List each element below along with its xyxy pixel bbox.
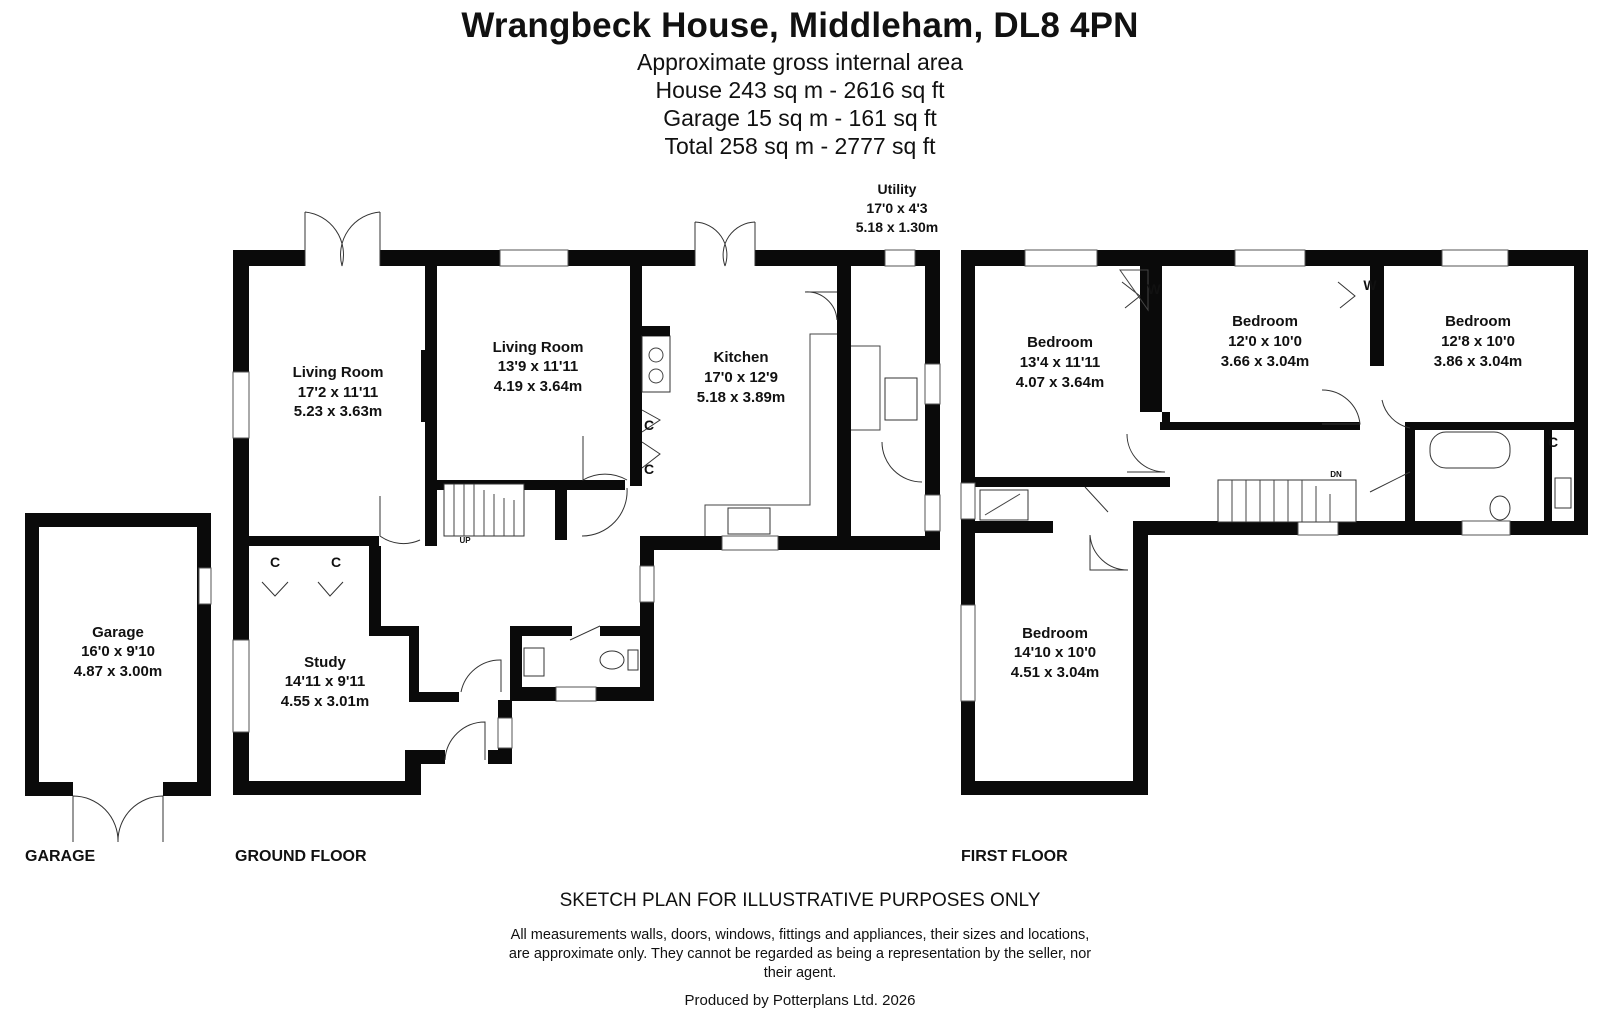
bedroom-2-name: Bedroom [1232,313,1298,330]
house-area: House 243 sq m - 2616 sq ft [655,77,945,103]
bedroom-3-metric: 3.86 x 3.04m [1434,353,1522,370]
kitchen-metric: 5.18 x 3.89m [697,389,785,406]
bedroom-1-metric: 4.07 x 3.64m [1016,374,1104,391]
study-metric: 4.55 x 3.01m [281,693,369,710]
first-floor-label: FIRST FLOOR [961,848,1068,865]
ground-floor-plan [232,211,941,795]
disclaimer: All measurements walls, doors, windows, … [508,927,1092,981]
living-room-2-metric: 4.19 x 3.64m [494,378,582,395]
total-area: Total 258 sq m - 2777 sq ft [664,133,936,159]
garage-metric: 4.87 x 3.00m [74,663,162,680]
bedroom-2-metric: 3.66 x 3.04m [1221,353,1309,370]
utility-name: Utility [878,181,917,197]
cupboard-marker: C [270,554,280,570]
kitchen-imperial: 17'0 x 12'9 [704,369,778,386]
cupboard-marker: C [331,554,341,570]
wardrobe-marker: W [1363,277,1377,293]
kitchen-name: Kitchen [713,349,768,366]
bedroom-4-imperial: 14'10 x 10'0 [1014,644,1096,661]
bedroom-4-metric: 4.51 x 3.04m [1011,664,1099,681]
bedroom-3-name: Bedroom [1445,313,1511,330]
stairs-up-marker: UP [459,536,471,545]
bedroom-2-imperial: 12'0 x 10'0 [1228,333,1302,350]
room-labels: Garage 16'0 x 9'10 4.87 x 3.00m Living R… [74,181,1522,710]
garage-plan [25,513,212,843]
garage-imperial: 16'0 x 9'10 [81,643,155,660]
stairs-down-marker: DN [1330,470,1342,479]
cupboard-marker: C [644,461,654,477]
living-room-1-name: Living Room [293,364,384,381]
garage-area: Garage 15 sq m - 161 sq ft [663,105,937,131]
bedroom-4-name: Bedroom [1022,625,1088,642]
bedroom-1-imperial: 13'4 x 11'11 [1020,354,1101,371]
utility-metric: 5.18 x 1.30m [856,219,939,235]
garage-floor-label: GARAGE [25,848,96,865]
bedroom-1-name: Bedroom [1027,334,1093,351]
plan-title: Wrangbeck House, Middleham, DL8 4PN [461,6,1139,45]
living-room-2-name: Living Room [493,339,584,356]
fixture-markers: C C C C C W W UP DN [270,277,1558,570]
cupboard-marker: C [644,417,654,433]
living-room-2-imperial: 13'9 x 11'11 [498,358,579,375]
ground-floor-label: GROUND FLOOR [235,848,367,865]
wardrobe-marker: W [1147,281,1161,297]
first-floor-plan [960,249,1588,795]
living-room-1-imperial: 17'2 x 11'11 [298,384,379,401]
garage-name: Garage [92,624,144,641]
utility-imperial: 17'0 x 4'3 [866,200,927,216]
bedroom-3-imperial: 12'8 x 10'0 [1441,333,1515,350]
cupboard-marker: C [1548,434,1558,450]
area-heading: Approximate gross internal area [637,49,963,75]
living-room-1-metric: 5.23 x 3.63m [294,403,382,420]
producer-credit: Produced by Potterplans Ltd. 2026 [684,992,916,1009]
study-imperial: 14'11 x 9'11 [285,673,366,690]
sketch-note: SKETCH PLAN FOR ILLUSTRATIVE PURPOSES ON… [559,890,1041,911]
study-name: Study [304,654,346,671]
